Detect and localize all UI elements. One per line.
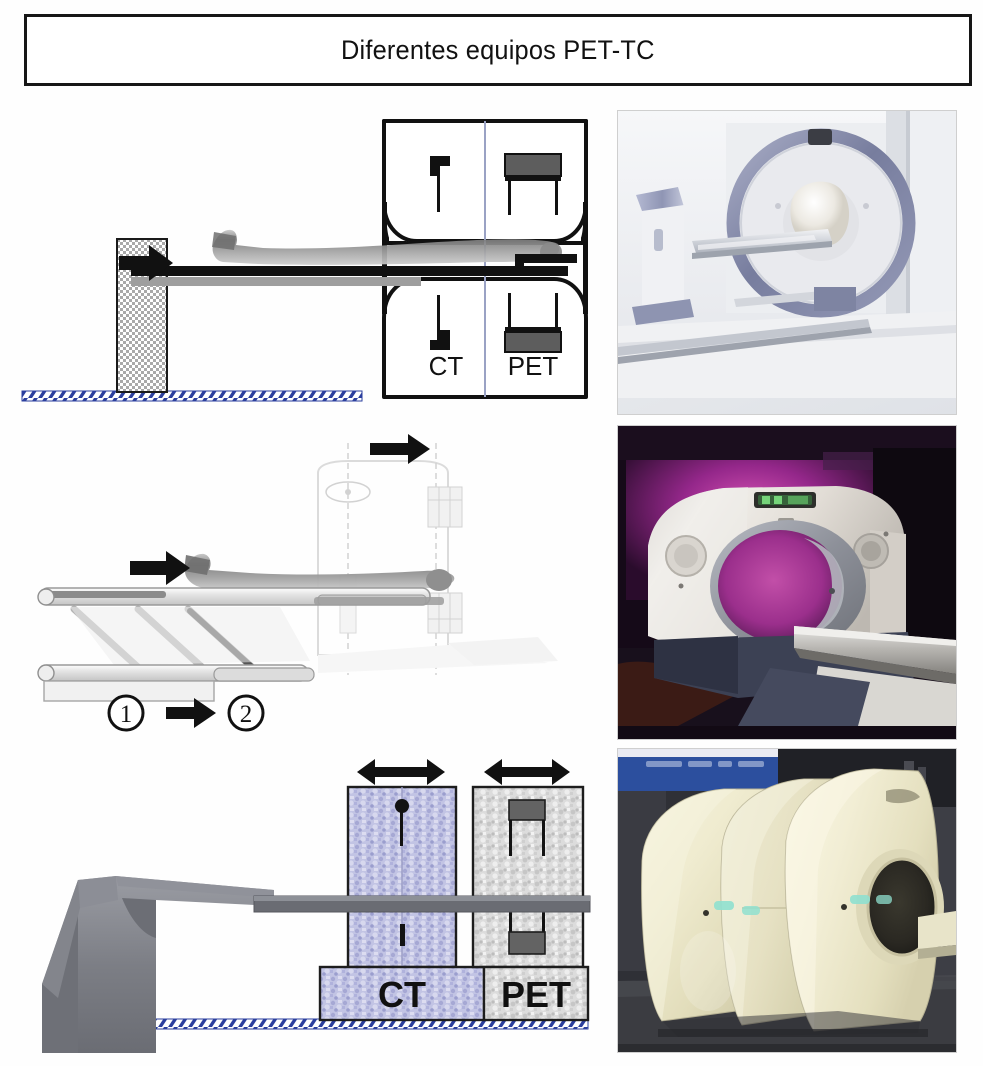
patient-figure bbox=[184, 553, 455, 593]
step-marker-2: 2 bbox=[227, 694, 265, 732]
couch-support-arm bbox=[42, 876, 274, 1053]
row-sliding-couch: 1 2 bbox=[0, 425, 983, 740]
ge-pet-ct-magenta-room-photo bbox=[617, 425, 957, 740]
cream-tandem-pet-ct-photo bbox=[617, 748, 957, 1053]
ct-gantry-block bbox=[346, 785, 458, 969]
ct-base-block: CT bbox=[318, 965, 486, 1022]
scanner-bore bbox=[710, 520, 866, 652]
ct-motion-arrow bbox=[357, 759, 445, 785]
gantry-motion-arrow bbox=[370, 434, 430, 464]
phantom-in-bore bbox=[790, 181, 850, 247]
couch-rail bbox=[253, 895, 591, 913]
pet-ct-ring-gantry-photo bbox=[617, 110, 957, 415]
separate-ct-and-pet-blocks-diagram: CT PET bbox=[18, 748, 610, 1053]
pet-motion-arrow bbox=[484, 759, 570, 785]
page-title: Diferentes equipos PET-TC bbox=[341, 34, 655, 65]
gantry-label-pet: PET bbox=[508, 351, 559, 381]
couch-base-slab bbox=[37, 664, 315, 702]
gantry-label-ct: CT bbox=[429, 351, 464, 381]
step-2-label: 2 bbox=[240, 701, 253, 728]
step-marker-1: 1 bbox=[107, 694, 145, 732]
patient-table bbox=[692, 229, 832, 259]
inline-tandem-gantry-diagram: CT PET bbox=[18, 110, 610, 415]
ct-components bbox=[430, 156, 450, 350]
pet-block-label: PET bbox=[501, 974, 571, 1015]
row-separate-blocks: CT PET bbox=[0, 748, 983, 1053]
table-support-column bbox=[632, 187, 694, 325]
patient-couch bbox=[738, 626, 956, 726]
patient-couch-stub bbox=[918, 911, 956, 959]
sliding-couch-two-position-diagram: 1 2 bbox=[18, 425, 610, 740]
pet-gantry-block bbox=[471, 785, 585, 969]
pet-components bbox=[504, 153, 562, 353]
step-motion-arrow bbox=[166, 698, 216, 728]
floor-hatch bbox=[21, 390, 363, 402]
ghost-gantry bbox=[317, 443, 558, 675]
step-1-label: 1 bbox=[120, 701, 133, 728]
pet-base-block: PET bbox=[482, 965, 590, 1022]
page-title-box: Diferentes equipos PET-TC bbox=[24, 14, 972, 86]
floor-rails bbox=[618, 287, 872, 364]
couch-rail bbox=[131, 254, 577, 286]
couch-top-slab bbox=[37, 587, 444, 606]
patient-entry-arrow bbox=[130, 551, 190, 585]
status-lamps bbox=[703, 895, 892, 916]
couch-motion-arrow bbox=[119, 245, 173, 281]
couch-shadow bbox=[70, 607, 310, 665]
ct-block-label: CT bbox=[378, 974, 426, 1015]
row-inline-tandem: CT PET bbox=[0, 110, 983, 415]
ct-detector bbox=[400, 924, 405, 946]
background-banner-text bbox=[646, 761, 764, 767]
ct-xray-tube bbox=[395, 799, 409, 813]
